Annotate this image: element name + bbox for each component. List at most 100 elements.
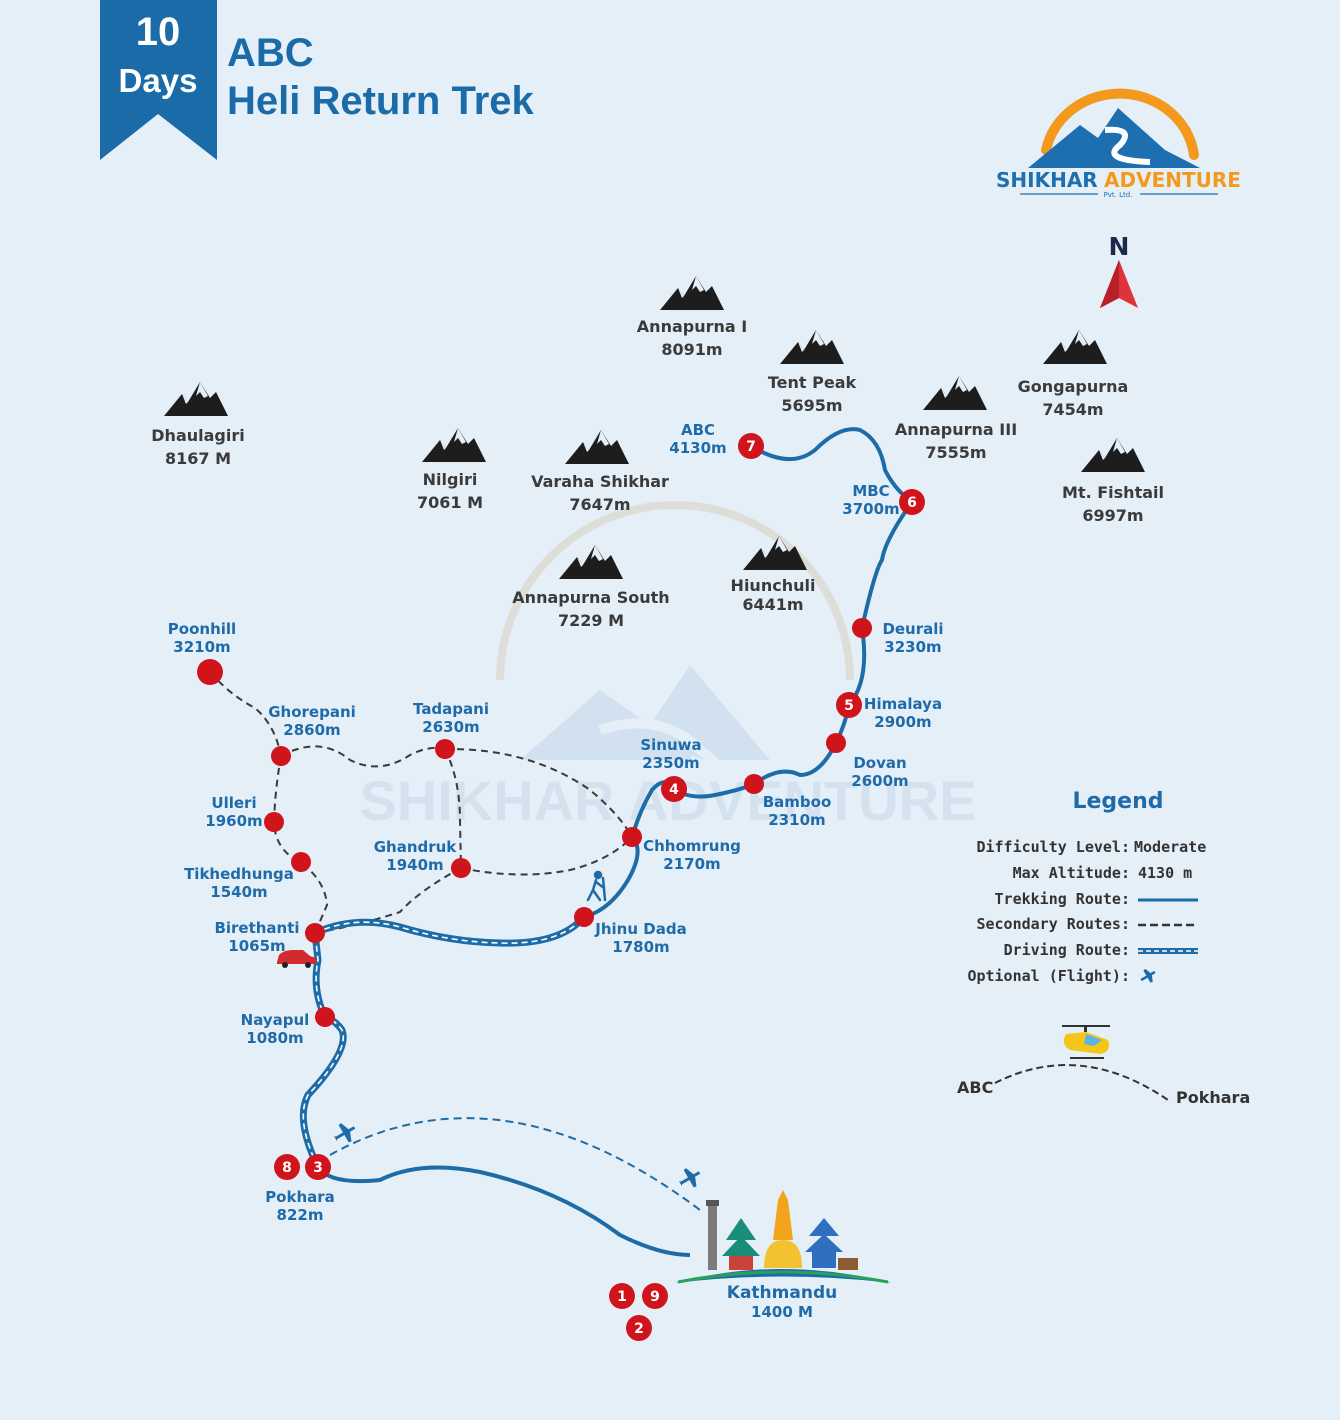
station-altitude: 3210m <box>173 638 230 656</box>
peak-altitude: 7647m <box>569 495 630 514</box>
station-name: Himalaya <box>864 695 942 713</box>
station-altitude: 1780m <box>612 938 669 956</box>
station-name: Sinuwa <box>640 736 701 754</box>
station-tikhedhunga: Tikhedhunga 1540m <box>184 865 294 901</box>
svg-text:1: 1 <box>617 1289 627 1305</box>
station-altitude: 1960m <box>205 812 262 830</box>
legend-trekking-label: Trekking Route: <box>995 890 1130 908</box>
station-name: Nayapul <box>241 1011 310 1029</box>
station-altitude: 1080m <box>246 1029 303 1047</box>
airplane-icon <box>678 1168 701 1188</box>
peak-name: Mt. Fishtail <box>1062 483 1164 502</box>
title-line-1: ABC <box>227 31 314 75</box>
station-birethanti: Birethanti 1065m <box>214 919 299 955</box>
logo-subtitle: Pvt. Ltd. <box>1104 191 1133 199</box>
mountain-icon <box>422 428 486 462</box>
station-altitude: 1540m <box>210 883 267 901</box>
stop-marker <box>744 774 764 794</box>
svg-text:7: 7 <box>746 439 756 455</box>
legend-secondary-label: Secondary Routes: <box>976 915 1130 933</box>
mountain-icon <box>660 276 724 310</box>
peak-gongapurna: Gongapurna 7454m <box>1018 330 1129 419</box>
station-altitude: 2900m <box>874 713 931 731</box>
station-altitude: 3230m <box>884 638 941 656</box>
station-name: ABC <box>681 421 715 439</box>
heli-to: Pokhara <box>1176 1088 1250 1107</box>
stop-marker <box>315 1007 335 1027</box>
kathmandu-skyline-icon <box>675 1190 892 1284</box>
station-name: Dovan <box>853 754 906 772</box>
station-altitude: 2860m <box>283 721 340 739</box>
station-dovan: Dovan 2600m <box>851 754 908 790</box>
station-name: Birethanti <box>214 919 299 937</box>
peak-name: Annapurna I <box>637 317 747 336</box>
svg-text:5: 5 <box>844 698 854 714</box>
driving-route <box>299 914 587 1169</box>
mountain-icon <box>1043 330 1107 364</box>
peak-altitude: 8167 M <box>165 449 231 468</box>
station-himalaya: Himalaya 2900m <box>864 695 942 731</box>
peak-altitude: 7555m <box>925 443 986 462</box>
heli-from: ABC <box>957 1078 993 1097</box>
mountain-icon <box>923 376 987 410</box>
legend-altitude-value: 4130 m <box>1138 864 1192 882</box>
legend-difficulty-label: Difficulty Level: <box>976 838 1130 856</box>
days-ribbon: 10 Days <box>100 0 217 160</box>
station-ghandruk: Ghandruk 1940m <box>374 838 458 874</box>
station-abc: ABC 4130m <box>669 421 726 457</box>
mountain-icon <box>164 382 228 416</box>
station-sinuwa: Sinuwa 2350m <box>640 736 701 772</box>
peak-altitude: 8091m <box>661 340 722 359</box>
svg-text:8: 8 <box>282 1160 292 1176</box>
hiker-icon <box>586 870 607 902</box>
day-marker-5: 5 <box>836 692 862 718</box>
svg-text:9: 9 <box>650 1289 660 1305</box>
mountain-icon <box>780 330 844 364</box>
day-marker-4: 4 <box>661 776 687 802</box>
station-name: Deurali <box>882 620 943 638</box>
station-altitude: 4130m <box>669 439 726 457</box>
kathmandu-altitude: 1400 M <box>751 1303 813 1321</box>
station-nayapul: Nayapul 1080m <box>241 1011 310 1047</box>
stop-marker <box>271 746 291 766</box>
station-altitude: 1940m <box>386 856 443 874</box>
station-bamboo: Bamboo 2310m <box>763 793 832 829</box>
station-name: Bamboo <box>763 793 832 811</box>
station-name: MBC <box>852 482 889 500</box>
peak-name: Annapurna III <box>895 420 1017 439</box>
peak-name: Tent Peak <box>768 373 857 392</box>
peak-annapurna-i: Annapurna I 8091m <box>637 276 747 359</box>
legend-altitude-label: Max Altitude: <box>1013 864 1130 882</box>
mountain-icon <box>559 545 623 579</box>
svg-text:2: 2 <box>634 1321 644 1337</box>
peak-name: Gongapurna <box>1018 377 1129 396</box>
car-icon <box>277 950 316 968</box>
flight-route <box>329 1117 701 1211</box>
peak-name: Dhaulagiri <box>151 426 244 445</box>
stop-markers <box>197 618 872 1027</box>
station-name: Tadapani <box>413 700 489 718</box>
station-altitude: 822m <box>277 1206 324 1224</box>
stop-marker <box>852 618 872 638</box>
svg-text:6: 6 <box>907 495 917 511</box>
days-label: Days <box>119 62 198 99</box>
peak-altitude: 7229 M <box>558 611 624 630</box>
mountain-icon <box>1081 438 1145 472</box>
station-poonhill: Poonhill 3210m <box>168 620 236 656</box>
peak-mt-fishtail: Mt. Fishtail 6997m <box>1062 438 1164 525</box>
peak-name: Varaha Shikhar <box>531 472 669 491</box>
peak-altitude: 5695m <box>781 396 842 415</box>
station-name: Tikhedhunga <box>184 865 294 883</box>
station-altitude: 2630m <box>422 718 479 736</box>
mountain-icon <box>565 430 629 464</box>
station-name: Chhomrung <box>643 837 741 855</box>
peak-altitude: 6997m <box>1082 506 1143 525</box>
station-name: Poonhill <box>168 620 236 638</box>
peak-name: Hiunchuli <box>731 576 816 595</box>
heli-route <box>994 1064 1169 1101</box>
logo-text-adventure: ADVENTURE <box>1104 168 1241 192</box>
peak-name: Annapurna South <box>512 588 669 607</box>
day-marker-8: 8 <box>274 1154 300 1180</box>
peak-annapurna-iii: Annapurna III 7555m <box>895 376 1017 462</box>
